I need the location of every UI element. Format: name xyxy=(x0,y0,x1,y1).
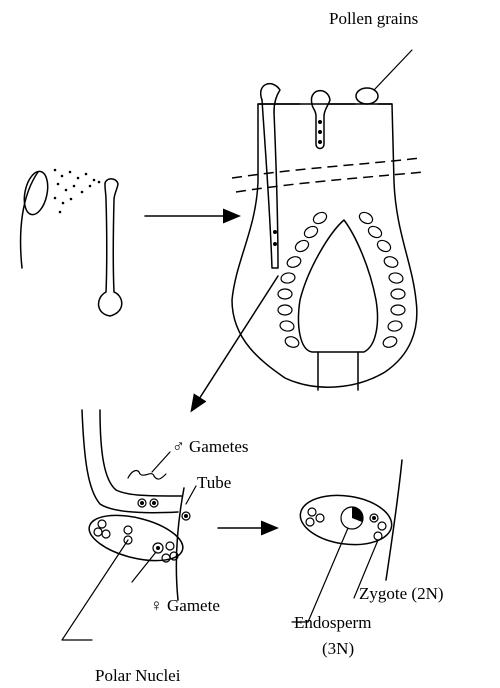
female-gamete-leader xyxy=(132,552,156,582)
arrow-to-embryo-sac xyxy=(192,276,278,410)
tube-leader xyxy=(186,486,196,504)
male-gametes-label: ♂ Gametes xyxy=(172,438,248,455)
zygote-label: Zygote (2N) xyxy=(359,585,444,602)
pollen-grains-leader xyxy=(374,50,412,90)
cut-line-lower xyxy=(236,172,424,192)
female-symbol: ♀ xyxy=(150,596,163,615)
pollen-grain-center xyxy=(311,91,330,149)
ovules xyxy=(278,210,405,349)
stigma-style xyxy=(99,179,122,316)
female-gamete-label: ♀ Gamete xyxy=(150,597,220,614)
male-gametes-leader xyxy=(152,452,170,472)
ovule-wall-2 xyxy=(386,460,402,580)
gametes-bracket xyxy=(128,471,166,480)
polar-nuclei-leader xyxy=(62,540,128,640)
endosperm-label: Endosperm xyxy=(294,614,371,631)
polar-nuclei-label: Polar Nuclei xyxy=(95,667,180,684)
pollen-grains-label: Pollen grains xyxy=(329,10,418,27)
female-gamete-text: Gamete xyxy=(167,596,220,615)
anther-and-stigma xyxy=(21,169,122,316)
pollen-grain-germinating-left xyxy=(261,84,280,112)
pollen-tube-wall-outer xyxy=(82,410,178,513)
male-gametes-text: Gametes xyxy=(189,437,248,456)
endosperm-ploidy-label: (3N) xyxy=(322,640,354,657)
ovary-cavity xyxy=(299,220,378,352)
anther-stalk xyxy=(21,172,38,268)
pollen-dust xyxy=(54,169,101,214)
pistil-section xyxy=(232,50,424,390)
male-symbol: ♂ xyxy=(172,437,185,456)
endosperm-leader xyxy=(292,528,348,622)
tube-label: Tube xyxy=(197,474,231,491)
pollen-grain-right xyxy=(356,88,378,104)
embryo-sac-2 xyxy=(297,490,395,550)
cut-line-upper xyxy=(232,158,420,178)
